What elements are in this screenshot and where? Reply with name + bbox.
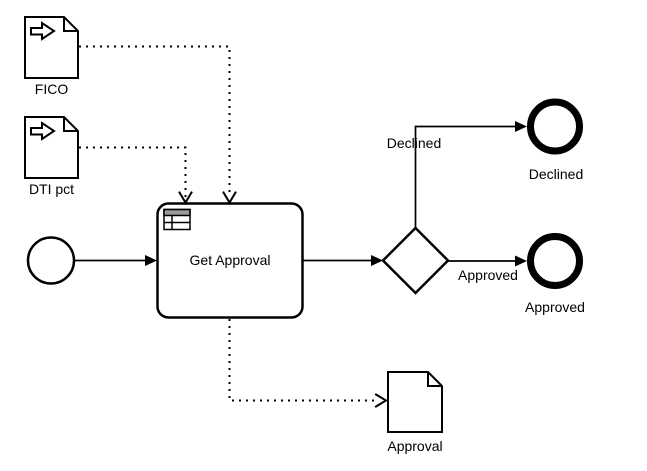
data-object-approval[interactable]: Approval (387, 371, 443, 454)
arrowhead-icon (515, 121, 527, 132)
document-fold-icon (427, 372, 442, 387)
document-icon (24, 116, 79, 179)
business-rule-task-icon (163, 208, 191, 231)
data-input-fico[interactable]: FICO (24, 16, 79, 97)
open-arrowhead-icon (222, 191, 237, 205)
task-label: Get Approval (190, 252, 271, 268)
data-input-arrow-icon (30, 21, 56, 41)
start-event-circle (26, 236, 76, 285)
arrowhead-icon (145, 255, 157, 266)
end-event-circle (527, 233, 583, 289)
edges-layer (74, 45, 528, 408)
sequence-flow-declined[interactable] (414, 121, 528, 228)
sequence-flow-approved[interactable] (448, 255, 527, 267)
gateway-diamond (381, 226, 450, 295)
start-event[interactable] (26, 236, 76, 285)
document-icon (387, 371, 443, 433)
task-body (156, 202, 304, 319)
open-arrowhead-icon (374, 393, 388, 408)
data-input-dti-label: DTI pct (29, 181, 74, 197)
sequence-flow-start-to-task[interactable] (74, 255, 157, 266)
document-fold-icon (63, 17, 78, 32)
sequence-flow-task-to-gateway[interactable] (302, 255, 383, 266)
data-association-dti-to-task[interactable] (79, 146, 193, 205)
document-icon (24, 16, 79, 79)
document-fold-icon (63, 117, 78, 132)
data-input-fico-label: FICO (35, 81, 69, 97)
flow-label-declined: Declined (387, 135, 441, 151)
data-association-task-to-approval[interactable] (228, 319, 388, 408)
data-input-arrow-icon (30, 121, 56, 141)
end-event-declined-label: Declined (529, 166, 583, 182)
end-event-declined[interactable]: Declined (527, 98, 583, 182)
flow-label-approved: Approved (458, 267, 518, 283)
edge-labels-layer: Declined Approved (387, 135, 518, 283)
data-association-fico-to-task[interactable] (79, 45, 237, 205)
nodes-layer: FICO DTI pct Get Approval (24, 16, 585, 454)
data-input-dti-pct[interactable]: DTI pct (24, 116, 79, 197)
task-get-approval[interactable]: Get Approval (156, 202, 304, 319)
data-object-approval-label: Approval (387, 438, 442, 454)
end-event-approved-label: Approved (525, 299, 585, 315)
open-arrowhead-icon (178, 191, 193, 205)
arrowhead-icon (371, 255, 383, 266)
end-event-circle (527, 98, 583, 155)
exclusive-gateway[interactable] (381, 226, 450, 295)
arrowhead-icon (515, 255, 527, 267)
end-event-approved[interactable]: Approved (525, 233, 585, 316)
